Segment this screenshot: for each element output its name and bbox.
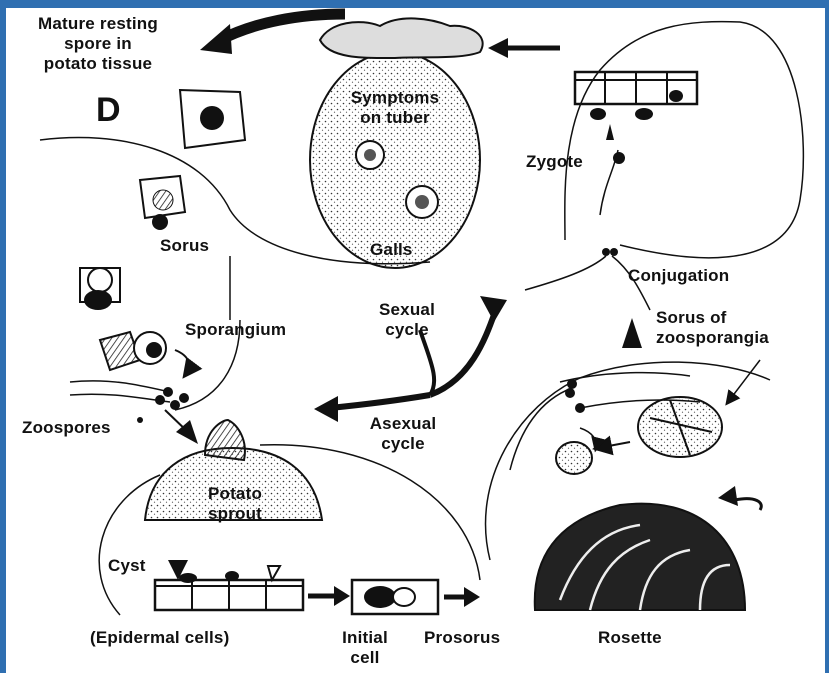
- label-initial-line-1: Initial: [330, 628, 400, 648]
- potato-tuber: [310, 52, 480, 268]
- label-sporangium: Sporangium: [185, 320, 286, 340]
- asexual-cycle-arrow: [330, 395, 430, 408]
- label-prosorus: Prosorus: [424, 628, 500, 648]
- label-potato-sprout: Potato sprout: [200, 484, 270, 524]
- label-epidermal-cells: (Epidermal cells): [90, 628, 229, 648]
- label-sorus-z-line-1: Sorus of: [656, 308, 769, 328]
- label-symptoms-line-2: on tuber: [330, 108, 460, 128]
- label-mature-line-1: Mature resting: [8, 14, 188, 34]
- tuber-warts: [320, 18, 483, 58]
- label-asexual-cycle: Asexual cycle: [358, 414, 448, 454]
- label-cyst: Cyst: [108, 556, 146, 576]
- label-zygote: Zygote: [526, 152, 583, 172]
- label-mature-line-3: potato tissue: [8, 54, 188, 74]
- panel-letter: D: [96, 92, 121, 128]
- label-asexual-line-1: Asexual: [358, 414, 448, 434]
- label-sorus-z-line-2: zoosporangia: [656, 328, 769, 348]
- label-sprout-line-2: sprout: [200, 504, 270, 524]
- sprout-bud: [205, 420, 245, 460]
- label-mature-resting-spore: Mature resting spore in potato tissue: [8, 14, 188, 74]
- label-sorus: Sorus: [160, 236, 209, 256]
- label-galls: Galls: [370, 240, 413, 260]
- arrow-head-resting-spore: [200, 24, 232, 54]
- label-sexual-cycle: Sexual cycle: [372, 300, 442, 340]
- label-symptoms-on-tuber: Symptoms on tuber: [330, 88, 460, 128]
- label-conjugation: Conjugation: [628, 266, 729, 286]
- label-sexual-line-1: Sexual: [372, 300, 442, 320]
- label-rosette: Rosette: [598, 628, 662, 648]
- label-mature-line-2: spore in: [8, 34, 188, 54]
- rosette: [535, 504, 745, 610]
- label-sexual-line-2: cycle: [372, 320, 442, 340]
- label-initial-cell: Initial cell: [330, 628, 400, 668]
- zoosporangium: [556, 442, 592, 474]
- label-sorus-of-zoosporangia: Sorus of zoosporangia: [656, 308, 769, 348]
- label-symptoms-line-1: Symptoms: [330, 88, 460, 108]
- label-asexual-line-2: cycle: [358, 434, 448, 454]
- label-sprout-line-1: Potato: [200, 484, 270, 504]
- label-zoospores: Zoospores: [22, 418, 111, 438]
- label-initial-line-2: cell: [330, 648, 400, 668]
